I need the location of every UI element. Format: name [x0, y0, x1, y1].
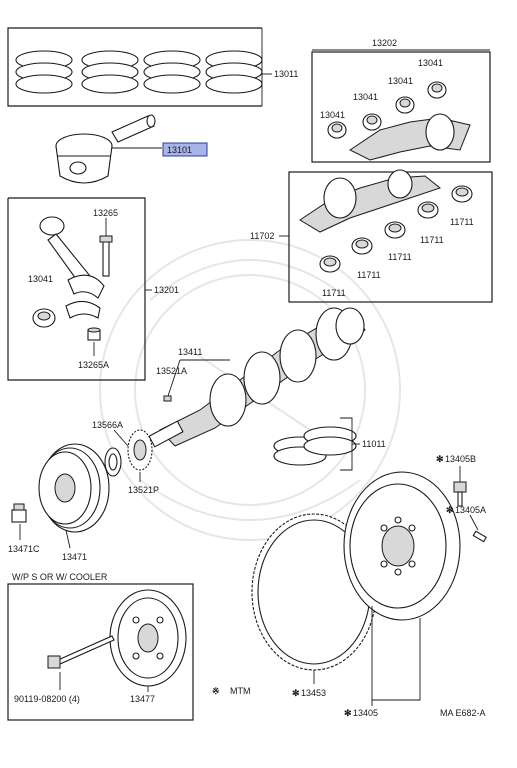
pulley-bolt-13471C: [11, 503, 27, 523]
piston-group[interactable]: 13101: [55, 114, 208, 184]
piston: [55, 133, 113, 184]
dowel-pin-13405A: [472, 530, 487, 543]
crank-pulley-13471: [38, 443, 110, 533]
label-11702: 11702: [250, 231, 274, 241]
watermark: [99, 239, 401, 541]
label-13041-b: 13041: [353, 92, 378, 102]
label-13405: 13405: [353, 708, 378, 718]
label-13521P: 13521P: [128, 485, 159, 495]
label-11711-e: 11711: [322, 288, 346, 298]
rod-bearing-13041: [32, 308, 56, 328]
crankshaft-partial: [349, 113, 471, 161]
label-13477: 13477: [130, 694, 155, 704]
main-bearing-5: [451, 185, 473, 203]
ring-set-11011: [273, 426, 357, 466]
crank-gear-group[interactable]: 13566A 13521P: [92, 420, 159, 495]
star-mark-13453: ✻: [292, 688, 300, 698]
label-11711-a: 11711: [450, 217, 474, 227]
bearing-shell-c: [395, 96, 415, 114]
mtm-mark: ※: [212, 686, 220, 696]
piston-pin: [111, 114, 156, 143]
main-bearings-upper-group[interactable]: 13202 13041 13041 13041 13041: [311, 38, 491, 163]
label-13521A: 13521A: [156, 366, 187, 376]
label-13405A: 13405A: [455, 505, 486, 515]
main-bearings-lower-group[interactable]: 11702 11711 11711 11711 11711 11711: [250, 169, 493, 303]
label-13202: 13202: [372, 38, 397, 48]
crankshaft-partial-lower: [299, 169, 442, 233]
bearing-shell-b: [362, 113, 382, 131]
bearing-shell-d: [427, 81, 447, 99]
bearing-shell-a: [327, 121, 347, 139]
mtm-label: MTM: [230, 686, 251, 696]
label-11711-d: 11711: [357, 270, 381, 280]
label-13471: 13471: [62, 552, 87, 562]
rod-bolt-13265: [99, 235, 113, 277]
label-11711-c: 11711: [388, 252, 412, 262]
legend: ※ MTM MA E682-A: [212, 686, 486, 718]
connecting-rod-group[interactable]: 13201 13265 13041 13265A: [7, 197, 179, 381]
crankshaft: [148, 307, 366, 448]
ring-set-11011-group[interactable]: 11011: [273, 417, 386, 471]
piston-ring-set-1: [15, 50, 73, 94]
label-13265A: 13265A: [78, 360, 109, 370]
ref-code: MA E682-A: [440, 708, 486, 718]
piston-ring-set-3: [143, 50, 201, 94]
label-13041-d: 13041: [418, 58, 443, 68]
label-13201: 13201: [154, 285, 179, 295]
crank-pulley-group[interactable]: 13471C 13471: [8, 443, 110, 562]
spacer-ring-13566A: [104, 447, 122, 477]
label-13405B: 13405B: [445, 454, 476, 464]
label-13265: 13265: [93, 208, 118, 218]
star-mark-13405: ✻: [344, 708, 352, 718]
piston-ring-set-4: [205, 50, 263, 94]
flywheel-bolt-13405B: [453, 481, 467, 507]
flywheel-13405: [343, 471, 461, 621]
crankshaft-group[interactable]: 13411 13521A: [148, 307, 366, 448]
key-13521A: [163, 395, 172, 402]
piston-rings-group[interactable]: 13011: [7, 27, 298, 107]
label-11011: 11011: [362, 439, 386, 449]
connecting-rod: [39, 216, 105, 299]
main-bearing-3: [384, 221, 406, 239]
star-mark-13405B: ✻: [436, 454, 444, 464]
bolt-90119: [47, 635, 115, 669]
label-13041-rod: 13041: [28, 274, 53, 284]
label-11711-b: 11711: [420, 235, 444, 245]
label-13041-a: 13041: [320, 110, 345, 120]
flywheel-group[interactable]: ✻ 13405B ✻ 13405A ✻ 13453 ✻ 13405: [251, 454, 487, 718]
label-13101-highlight: [162, 142, 208, 157]
main-bearing-1: [319, 255, 341, 273]
main-bearing-2: [351, 237, 373, 255]
label-13411: 13411: [178, 347, 202, 357]
ring-gear-13453: [251, 513, 377, 671]
piston-ring-set-2: [81, 50, 139, 94]
label-13453: 13453: [301, 688, 326, 698]
label-13041-c: 13041: [388, 76, 413, 86]
rod-cap: [65, 300, 101, 319]
label-90119: 90119-08200 (4): [14, 694, 80, 704]
label-13566A: 13566A: [92, 420, 123, 430]
label-13011: 13011: [274, 69, 298, 79]
timing-gear-13521P: [127, 429, 153, 471]
ps-cooler-pulley-group[interactable]: W/P S OR W/ COOLER 90119-08200 (4) 13477: [7, 572, 194, 721]
rod-nut-13265A: [87, 327, 101, 341]
pulley-13477: [109, 589, 187, 687]
label-13101: 13101: [167, 145, 192, 155]
label-ps-cooler: W/P S OR W/ COOLER: [12, 572, 108, 582]
label-13471C: 13471C: [8, 544, 40, 554]
main-bearing-4: [417, 201, 439, 219]
star-mark-13405A: ✻: [446, 505, 454, 515]
